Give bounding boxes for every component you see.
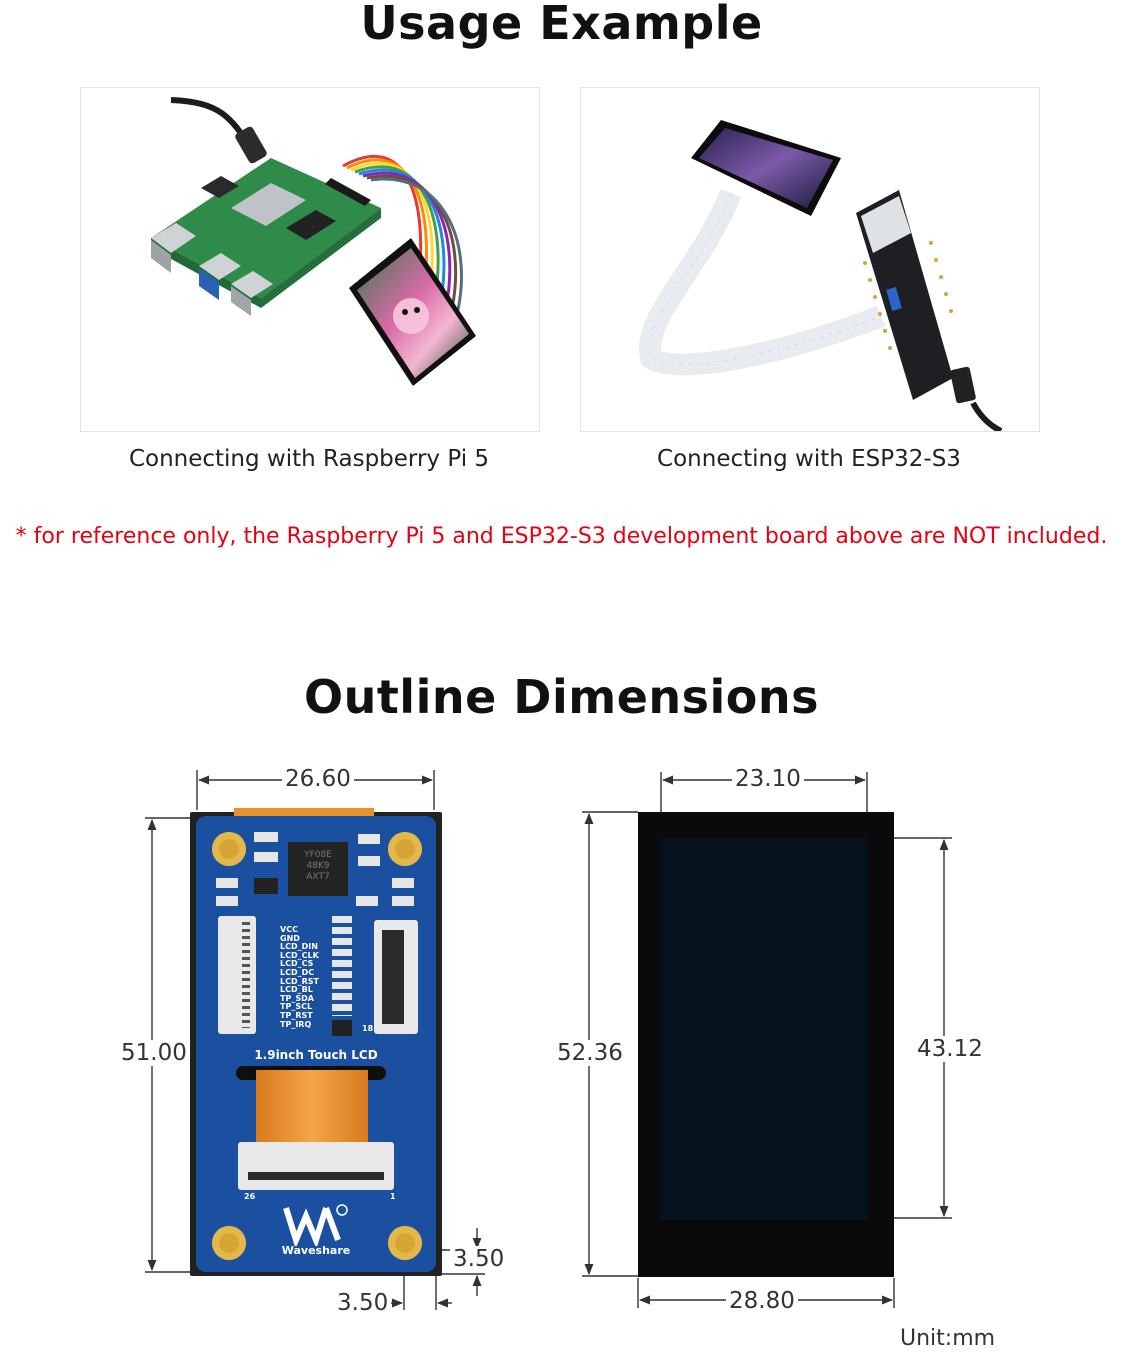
mount-hole-tr: [388, 832, 422, 866]
photo-esp32-s3: [580, 87, 1040, 432]
lcd-screen-drawing: [638, 812, 894, 1277]
smd-part: [254, 832, 278, 842]
esp32-illustration: [638, 120, 1003, 431]
dim-board-height: 51.00: [118, 1040, 190, 1066]
smd-part: [216, 878, 238, 888]
silkscreen-title: 1.9inch Touch LCD: [254, 1048, 378, 1062]
pin-label: LCD_CS: [280, 959, 314, 969]
brand-label: Waveshare: [281, 1244, 351, 1257]
dim-screen-active-width: 23.10: [732, 766, 804, 792]
pcb: YF08E 48K9 AXT7 VCC GND LCD_DIN LCD_CLK …: [196, 816, 436, 1272]
pin-first-label: 26: [244, 1192, 256, 1201]
waveshare-logo-icon: [282, 1202, 352, 1249]
smd-part: [392, 878, 414, 888]
pin-label: LCD_DC: [280, 967, 315, 977]
lcd-board-drawing: YF08E 48K9 AXT7 VCC GND LCD_DIN LCD_CLK …: [190, 808, 442, 1276]
pin-label: VCC: [280, 925, 298, 934]
caption-esp32-s3: Connecting with ESP32-S3: [657, 446, 961, 472]
dim-board-width: 26.60: [282, 766, 354, 792]
right-connector: [374, 920, 418, 1034]
pin-label: TP_RST: [280, 1010, 313, 1020]
reference-note: * for reference only, the Raspberry Pi 5…: [15, 524, 1108, 549]
pin-label: TP_IRQ: [280, 1019, 312, 1029]
bottom-connector: [238, 1142, 394, 1190]
active-display-area: [660, 838, 868, 1220]
smd-part: [392, 896, 414, 906]
fpc-ribbon: [256, 1070, 368, 1150]
pin-label: LCD_DIN: [280, 942, 318, 952]
pin-label: TP_SDA: [280, 993, 314, 1003]
photo-raspberry-pi-5: [80, 87, 540, 432]
connector-mark: 18: [362, 1024, 374, 1033]
fpc-tab: [234, 808, 374, 816]
smd-transistor: [254, 878, 278, 894]
resistor-array: [332, 916, 352, 1016]
usage-title: Usage Example: [360, 0, 763, 50]
mount-hole-tl: [212, 832, 246, 866]
pin-labels: VCC GND LCD_DIN LCD_CLK LCD_CS LCD_DC LC…: [280, 925, 340, 1029]
smd-part: [358, 834, 380, 844]
pin-label: LCD_CLK: [280, 950, 319, 960]
smd-transistor: [332, 1020, 352, 1036]
smd-part: [358, 856, 380, 866]
mount-hole-bl: [212, 1226, 246, 1260]
pin-label: TP_SCL: [280, 1002, 313, 1012]
pin-last-label: 1: [390, 1192, 396, 1201]
ic-chip: YF08E 48K9 AXT7: [288, 842, 348, 896]
mount-hole-br: [388, 1226, 422, 1260]
left-connector: [218, 916, 256, 1034]
smd-part: [254, 852, 278, 862]
pin-label: GND: [280, 933, 300, 943]
dim-screen-height: 52.36: [554, 1040, 626, 1066]
pin-label: LCD_RST: [280, 976, 319, 986]
smd-part: [216, 896, 238, 906]
unit-label: Unit:mm: [900, 1326, 996, 1351]
pin-label: LCD_BL: [280, 985, 313, 995]
raspberry-pi-illustration: [151, 97, 476, 386]
dim-screen-active-height: 43.12: [914, 1036, 986, 1062]
caption-raspberry-pi-5: Connecting with Raspberry Pi 5: [128, 446, 490, 472]
dim-hole-offset-y: 3.50: [450, 1246, 508, 1272]
outline-title: Outline Dimensions: [303, 670, 820, 724]
dim-hole-offset-x: 3.50: [334, 1290, 392, 1316]
dim-screen-width: 28.80: [726, 1288, 798, 1314]
smd-part: [356, 896, 378, 906]
